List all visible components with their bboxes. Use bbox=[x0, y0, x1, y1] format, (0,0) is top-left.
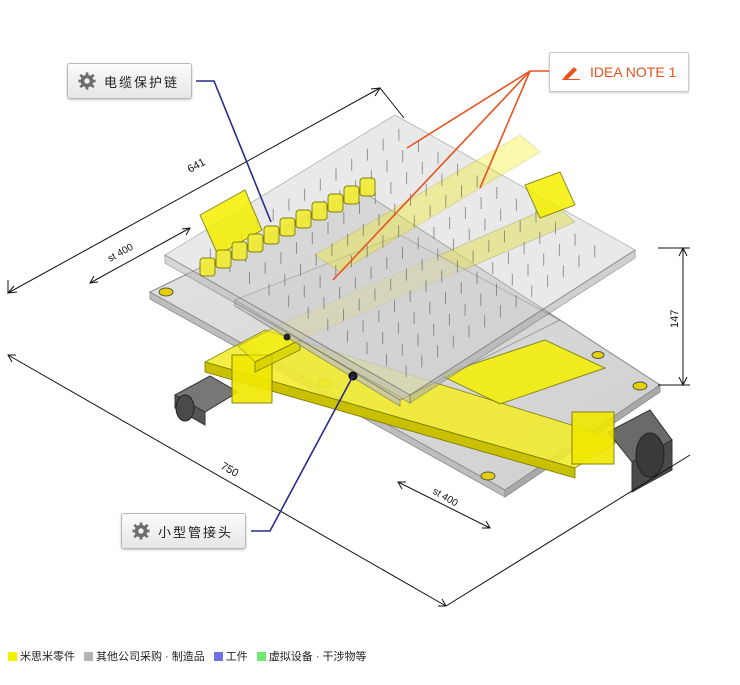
chain-link bbox=[199, 257, 216, 277]
cable-chain-callout[interactable]: 电缆保护链 bbox=[67, 63, 193, 99]
idea-note-callout[interactable]: IDEA NOTE 1 bbox=[549, 52, 690, 92]
chain-link bbox=[231, 241, 248, 261]
pencil-icon bbox=[562, 67, 580, 80]
gear-icon bbox=[78, 72, 96, 90]
chain-link bbox=[295, 209, 312, 229]
idea-note-label: IDEA NOTE 1 bbox=[590, 64, 677, 80]
small-fitting-label: 小型管接头 bbox=[158, 524, 234, 540]
dim-st400-lower-line bbox=[397, 481, 491, 529]
legend-item-misumi: 米思米零件 bbox=[6, 648, 75, 664]
dim-750-line bbox=[7, 354, 447, 607]
pin-grid bbox=[209, 128, 596, 378]
dimension-lines bbox=[6, 87, 691, 607]
dim-750-label: 750 bbox=[219, 460, 241, 480]
fitting-marker-2 bbox=[283, 333, 291, 341]
dim-st400-upper-line bbox=[89, 227, 191, 284]
chain-link bbox=[359, 177, 376, 197]
legend-label: 虚拟设备 · 干涉物等 bbox=[268, 651, 367, 663]
gear-icon bbox=[132, 522, 150, 540]
small-fitting-leader bbox=[251, 375, 354, 532]
cable-chain-label: 电缆保护链 bbox=[104, 74, 180, 90]
chain-link bbox=[247, 233, 264, 253]
right-end-blocks bbox=[199, 171, 576, 256]
legend-swatch-gray bbox=[84, 651, 93, 661]
legend-swatch-yellow bbox=[8, 651, 17, 661]
chain-link bbox=[311, 201, 328, 221]
idea-note-leaders bbox=[332, 70, 549, 281]
chain-link bbox=[215, 249, 232, 269]
chain-link bbox=[343, 185, 360, 205]
legend-item-workpiece: 工件 bbox=[212, 648, 248, 664]
chain-link bbox=[263, 225, 280, 245]
dim-641-line bbox=[7, 87, 381, 294]
legend-label: 米思米零件 bbox=[20, 651, 75, 663]
chain-link bbox=[279, 217, 296, 237]
dim-641-arrow-a bbox=[6, 285, 18, 294]
top-plate bbox=[164, 114, 636, 404]
legend-swatch-blue bbox=[213, 651, 223, 661]
legend-item-purchased: 其他公司采购 · 制造品 bbox=[82, 648, 205, 664]
legend-label: 工件 bbox=[225, 651, 248, 663]
cable-chain-leader bbox=[196, 80, 272, 223]
dim-st400-upper-label: st 400 bbox=[106, 242, 136, 265]
legend-swatch-green bbox=[256, 651, 266, 661]
dim-147-label: 147 bbox=[669, 310, 681, 328]
legend-label: 其他公司采购 · 制造品 bbox=[96, 651, 205, 663]
dim-641-label: 641 bbox=[186, 156, 208, 175]
chain-link bbox=[327, 193, 344, 213]
cable-carrier-chain bbox=[199, 177, 376, 277]
legend-item-virtual: 虚拟设备 · 干涉物等 bbox=[255, 648, 367, 664]
small-fitting-callout[interactable]: 小型管接头 bbox=[121, 513, 247, 549]
legend: 米思米零件 其他公司采购 · 制造品 工件 虚拟设备 · 干涉物等 bbox=[6, 648, 370, 664]
